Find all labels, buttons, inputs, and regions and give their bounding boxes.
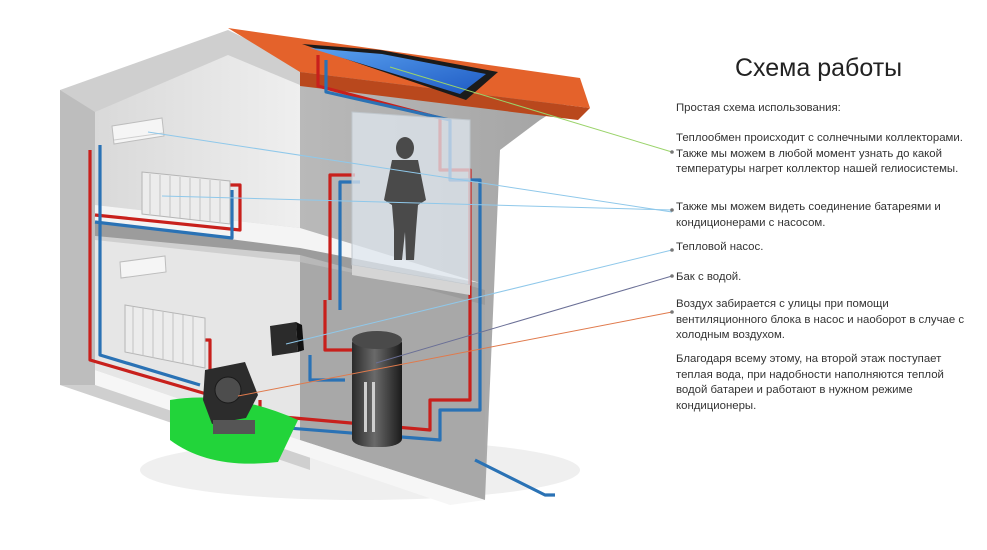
caption-solar-collector: Теплообмен происходит с солнечными колле…	[676, 131, 976, 178]
controller-box	[270, 322, 304, 356]
caption-heat-pump: Тепловой насос.	[676, 240, 976, 256]
caption-intro: Простая схема использования:	[676, 101, 976, 117]
caption-water-tank: Бак с водой.	[676, 270, 976, 286]
caption-air-intake: Воздух забирается с улицы при помощи вен…	[676, 297, 976, 344]
caption-summary: Благодаря всему этому, на второй этаж по…	[676, 352, 976, 414]
page-title: Схема работы	[735, 54, 902, 83]
water-tank	[352, 331, 402, 447]
caption-radiators-connection: Также мы можем видеть соединение батарея…	[676, 200, 976, 231]
person-head	[396, 137, 414, 159]
leader-dots	[670, 150, 674, 314]
